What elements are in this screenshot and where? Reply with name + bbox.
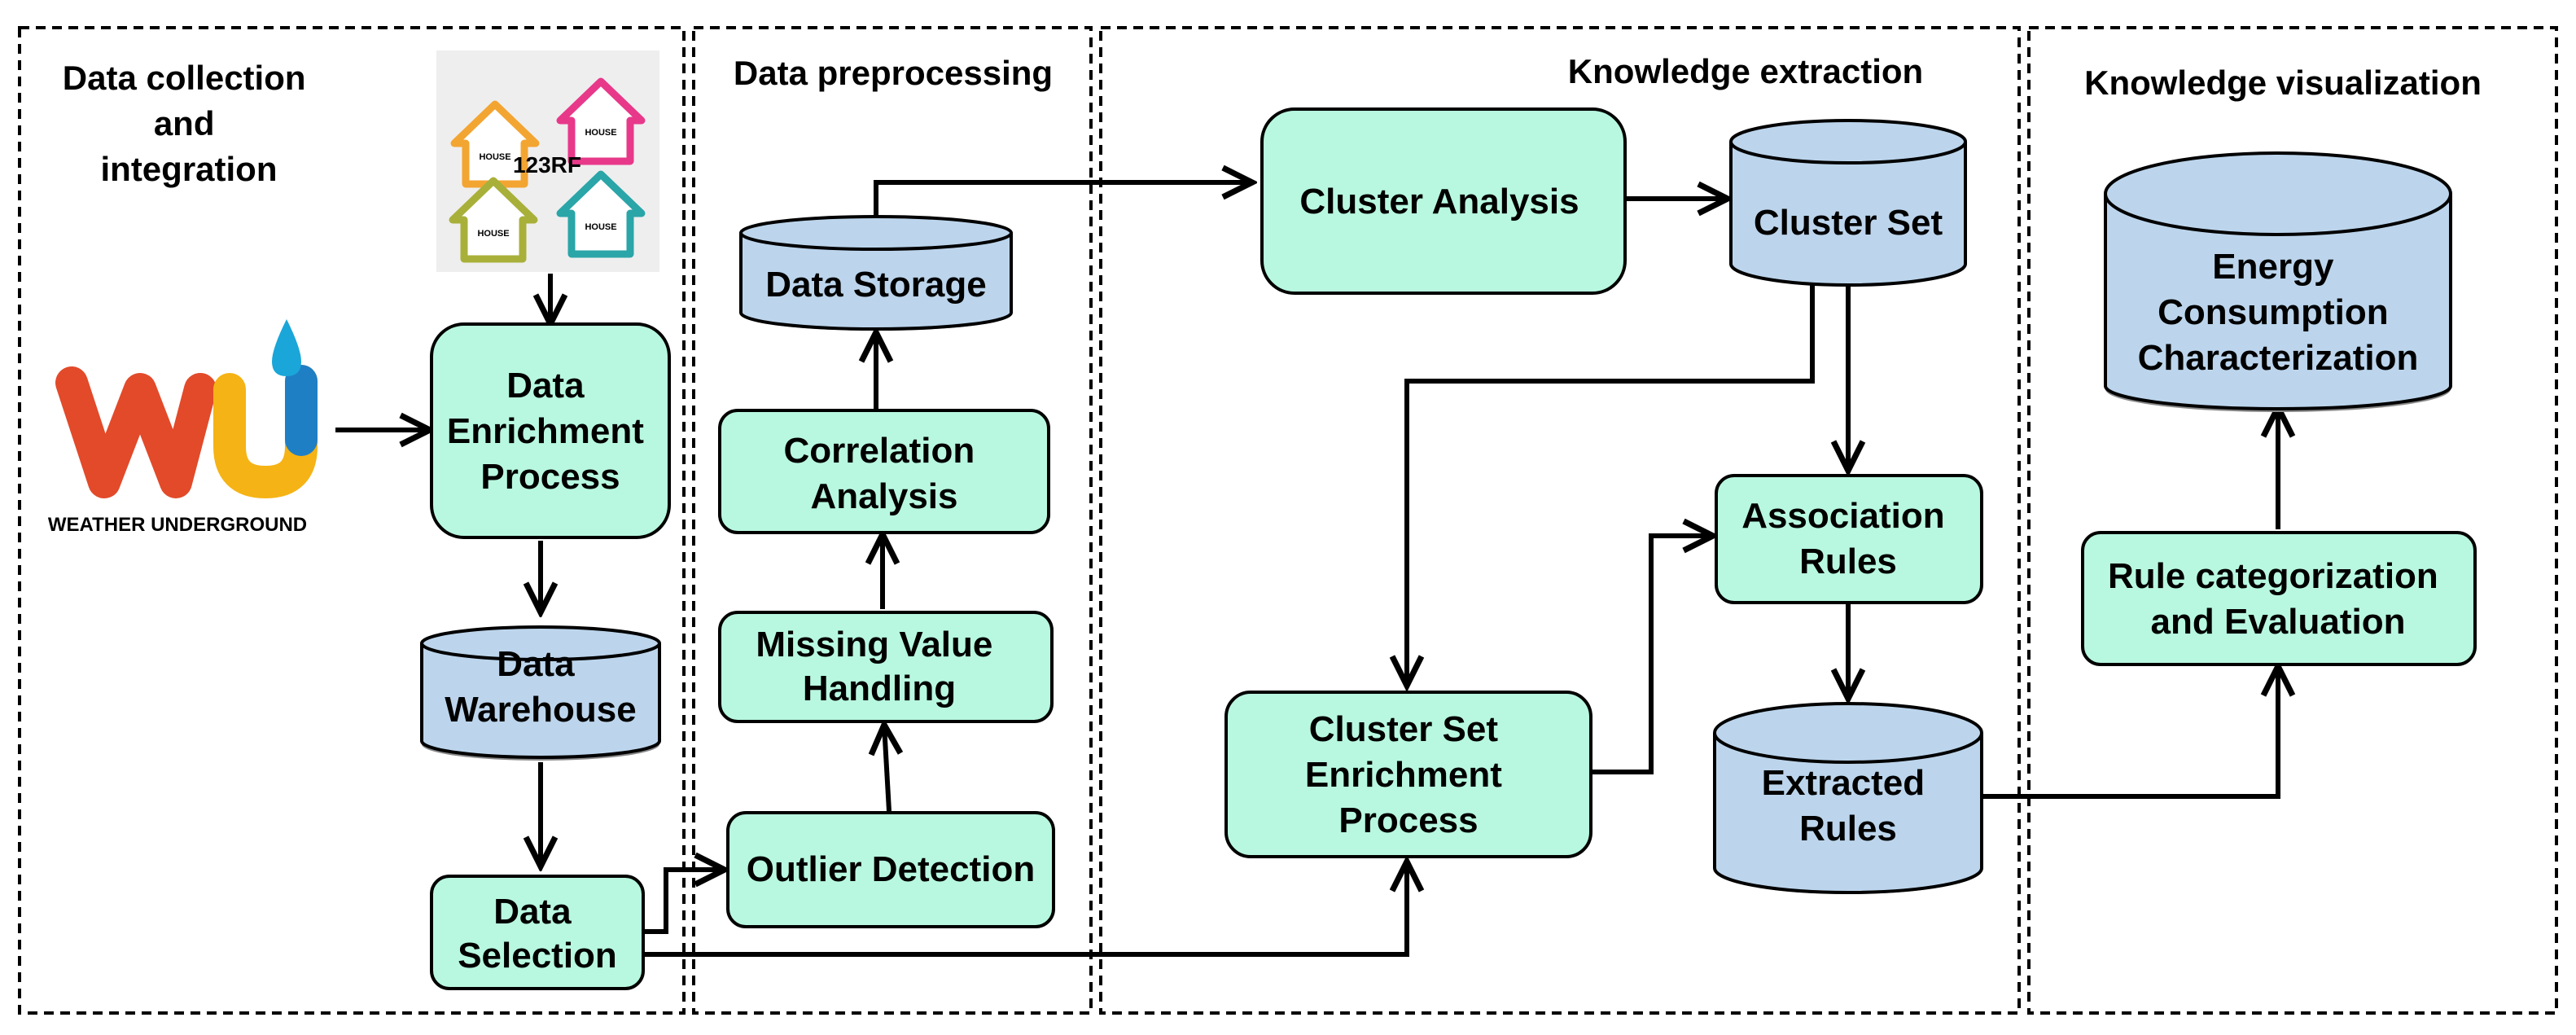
edge-selection-to-outlier	[643, 870, 725, 934]
svg-text:Data Enrichment Pr: Data Enrichment Process	[447, 366, 654, 497]
svg-text:Association Rules: Association Rules	[1741, 496, 1955, 581]
node-energy-characterization: Energy Consumption Characterization	[2104, 151, 2452, 412]
svg-text:HOUSE: HOUSE	[585, 222, 616, 232]
node-data-enrichment: Data Enrichment Process	[430, 322, 671, 539]
svg-text:Rule categorization and: Rule categorization and Evaluation	[2108, 556, 2448, 642]
svg-text:Cluster Set: Cluster Set	[1754, 203, 1943, 243]
svg-text:Extracted Rules: Extracted Rules	[1762, 763, 1935, 849]
node-cluster-set-enrichment: Cluster Set Enrichment Process	[1224, 691, 1592, 858]
weather-underground-logo: WEATHER UNDERGROUND	[48, 319, 318, 536]
node-missing-value-handling: Missing Value Handling	[718, 611, 1054, 723]
house-icon: HOUSE	[556, 77, 646, 165]
house-icon: HOUSE	[449, 177, 538, 263]
svg-text:Data Warehouse: Data Warehouse	[445, 644, 637, 730]
section-frame-visualization	[2027, 26, 2558, 1015]
edge-selection-to-cluster-enrichment	[643, 862, 1407, 957]
node-extracted-rules: Extracted Rules	[1713, 702, 1983, 894]
svg-text:WEATHER UNDERGROUND: WEATHER UNDERGROUND	[48, 514, 307, 536]
svg-text:Missing Value Handling: Missing Value Handling	[756, 625, 1002, 708]
edge-outlier-to-missing	[884, 725, 889, 812]
svg-text:Data Storage: Data Storage	[765, 265, 986, 305]
svg-text:Cluster Set Enrichment: Cluster Set Enrichment Process	[1305, 709, 1512, 840]
node-data-storage: Data Storage	[739, 215, 1013, 331]
house-icon: HOUSE	[556, 170, 646, 258]
section-title-visualization: Knowledge visualization	[2084, 64, 2482, 102]
node-data-warehouse: Data Warehouse	[420, 625, 661, 761]
house-icons-image: HOUSE HOUSE HOUSE HOUSE 123RF	[436, 50, 659, 272]
section-title-preprocessing: Data preprocessing	[734, 54, 1053, 92]
section-title-extraction: Knowledge extraction	[1568, 52, 1923, 90]
node-data-selection: Data Selection	[430, 875, 645, 990]
stock-watermark: 123RF	[513, 152, 581, 178]
node-cluster-set: Cluster Set	[1729, 119, 1967, 287]
svg-text:Correlation Analysis: Correlation Analysis	[784, 431, 985, 516]
edge-cluster-enrichment-to-association	[1591, 536, 1713, 774]
svg-text:HOUSE: HOUSE	[585, 128, 616, 138]
svg-text:Data Selection: Data Selection	[458, 892, 617, 976]
svg-text:Energy Consumption: Energy Consumption Characterization	[2138, 247, 2419, 378]
edge-storage-to-cluster-analysis	[874, 182, 1252, 218]
node-association-rules: Association Rules	[1715, 474, 1983, 604]
edge-extracted-to-rule-categorization	[1982, 666, 2278, 799]
section-frame-preprocessing	[692, 26, 1093, 1015]
edge-cluster-set-to-cluster-enrichment	[1407, 280, 1815, 686]
svg-text:Cluster Analysis: Cluster Analysis	[1299, 182, 1579, 221]
node-correlation-analysis: Correlation Analysis	[718, 409, 1050, 534]
node-rule-categorization: Rule categorization and Evaluation	[2081, 531, 2477, 666]
node-cluster-analysis: Cluster Analysis	[1260, 107, 1627, 295]
edges	[335, 182, 2278, 957]
section-frame-extraction	[1099, 26, 2021, 1015]
node-outlier-detection: Outlier Detection	[726, 811, 1055, 928]
svg-text:HOUSE: HOUSE	[479, 152, 510, 162]
section-frame-collection	[18, 26, 686, 1015]
svg-text:Outlier Detection: Outlier Detection	[747, 849, 1036, 889]
section-title-collection: Data collection and integration	[63, 59, 315, 188]
svg-text:HOUSE: HOUSE	[477, 229, 509, 239]
